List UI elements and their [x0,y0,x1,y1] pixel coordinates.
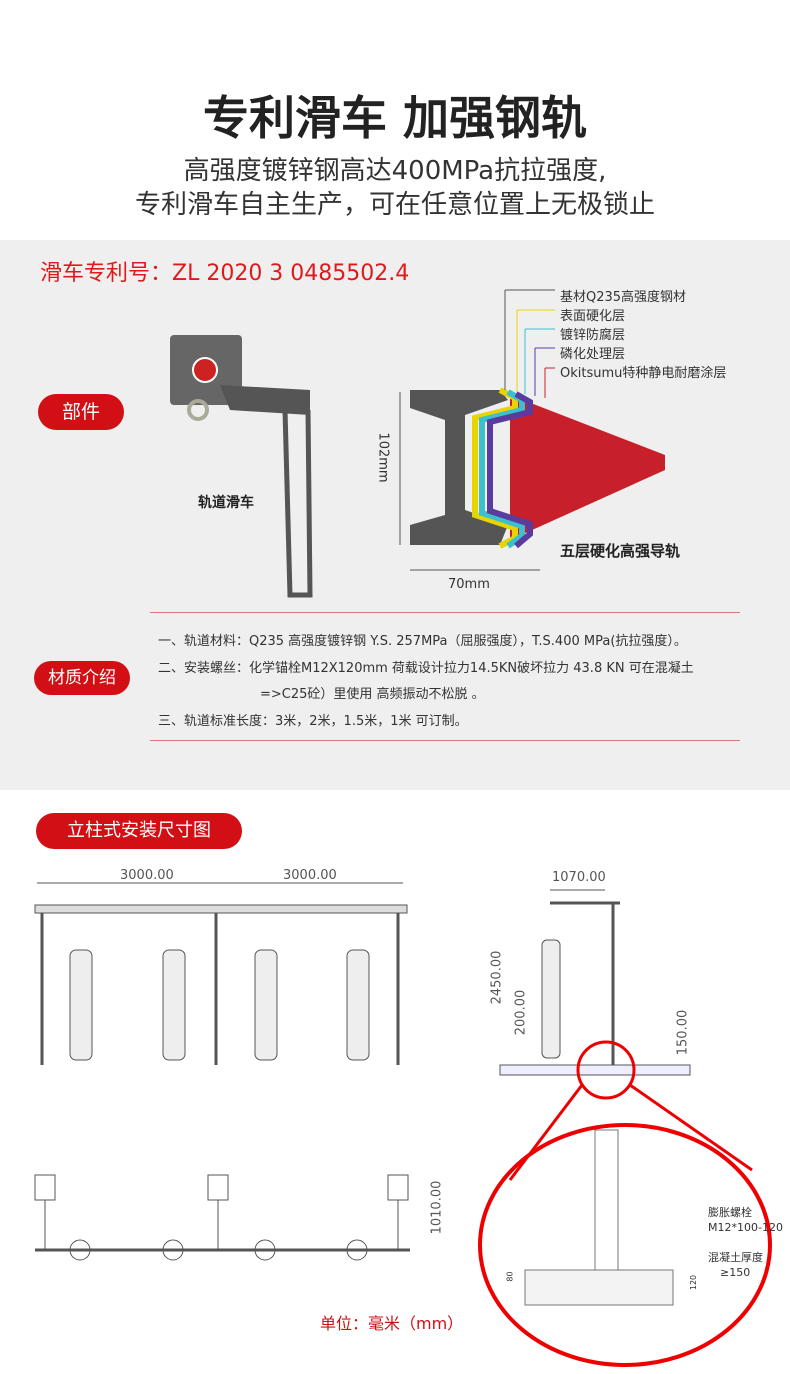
dim-120: 120 [689,1274,699,1291]
material-line: 二、安装螺丝：化学锚栓M12X120mm 荷载设计拉力14.5KN破坏拉力 43… [158,661,694,676]
materials-badge: 材质介绍 [34,661,130,695]
material-line: 三、轨道标准长度：3米，2米，1.5米，1米 可订制。 [158,714,468,729]
dim-height: 2450.00 [489,950,505,1005]
parts-badge: 部件 [38,394,124,430]
rail-caption: 五层硬化高强导轨 [560,542,681,560]
subtitle-1: 高强度镀锌钢高达400MPa抗拉强度, [183,156,607,186]
dim-span-1: 3000.00 [120,868,174,883]
unit-note: 单位：毫米（mm） [320,1314,464,1333]
side-elevation-drawing [499,889,691,1076]
layer-label: 磷化处理层 [560,347,626,362]
plan-view-drawing [34,1174,410,1261]
subtitle-2: 专利滑车自主生产，可在任意位置上无极锁止 [134,190,655,220]
material-line: 一、轨道材料：Q235 高强度镀锌钢 Y.S. 257MPa（屈服强度），T.S… [158,634,687,649]
layer-label: 表面硬化层 [560,309,626,324]
patent-number: 滑车专利号：ZL 2020 3 0485502.4 [40,261,410,286]
page-title: 专利滑车 加强钢轨 [202,91,587,145]
concrete-spec: ≥150 [720,1266,751,1279]
layer-label: Okitsumu特种静电耐磨涂层 [560,366,727,381]
rail-cross-section [399,289,665,571]
trolley-label: 轨道滑车 [198,495,254,511]
height-dimension: 102mm [375,432,391,483]
front-elevation-drawing [34,882,408,1065]
dim-side-width: 1070.00 [552,870,606,885]
base-detail-drawing [478,1040,772,1367]
bolt-spec: M12*100-120 [708,1221,783,1234]
layer-label: 基材Q235高强度钢材 [560,290,687,305]
dim-plan: 1010.00 [429,1180,445,1235]
install-badge: 立柱式安装尺寸图 [36,813,242,849]
dim-80: 80 [505,1271,515,1282]
layer-label: 镀锌防腐层 [560,328,626,343]
divider [150,612,740,613]
trolley-image [170,335,313,598]
divider [150,740,740,741]
concrete-label: 混凝土厚度 [708,1251,763,1264]
material-line: =>C25砼）里使用 高频振动不松脱 。 [260,687,485,702]
width-dimension: 70mm [448,577,490,592]
dim-bag: 200.00 [513,989,529,1036]
dim-span-2: 3000.00 [283,868,337,883]
bolt-label: 膨胀螺栓 [708,1206,752,1219]
parts-section [0,240,790,790]
